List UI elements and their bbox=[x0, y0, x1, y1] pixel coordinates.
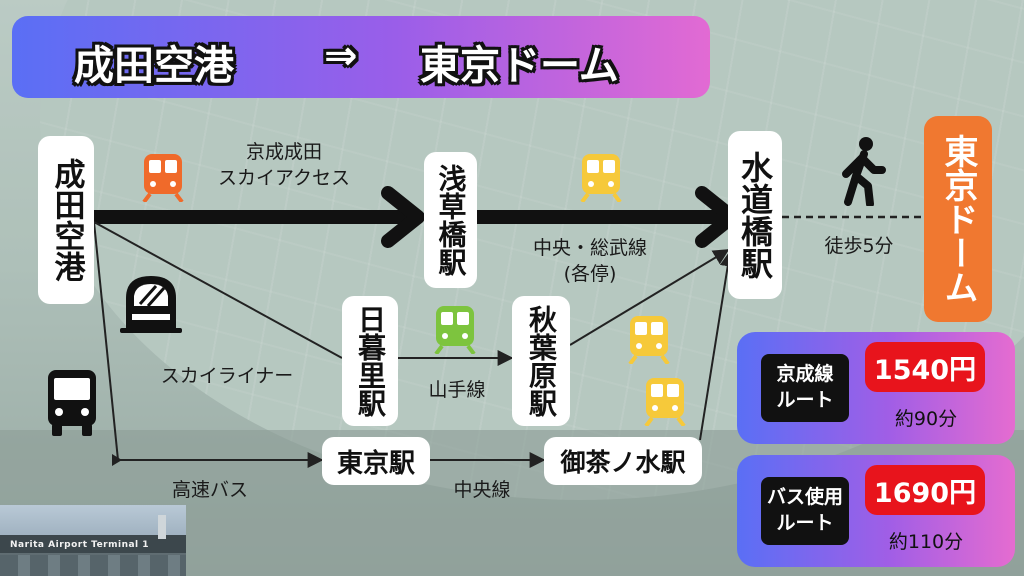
main-arrow-narita-asakusa bbox=[94, 186, 425, 248]
route-name: バス使用 ルート bbox=[761, 477, 849, 545]
line-ochanomizu-suidobashi bbox=[699, 250, 736, 441]
title-origin: 成田空港 bbox=[74, 43, 234, 89]
station-suidobashi: 水道橋駅 bbox=[728, 131, 782, 299]
station-asakusabashi: 浅草橋駅 bbox=[424, 152, 477, 288]
label-highway-bus: 高速バス bbox=[171, 479, 248, 501]
label-keisei-skyaccess: 京成成田 スカイアクセス bbox=[217, 141, 351, 189]
train-icon-green bbox=[434, 306, 476, 354]
narita-airport-photo: Narita Airport Terminal 1 bbox=[0, 505, 186, 576]
destination-tokyo-dome: 東京ドーム bbox=[924, 116, 992, 322]
route-name: 京成線 ルート bbox=[761, 354, 849, 422]
airport-sign: Narita Airport Terminal 1 bbox=[10, 540, 150, 550]
line-akihabara-suidobashi bbox=[569, 249, 730, 346]
line-narita-bus bbox=[93, 221, 119, 461]
label-skyliner: スカイライナー bbox=[160, 365, 294, 387]
skyliner-icon bbox=[120, 276, 182, 333]
route-time: 約110分 bbox=[888, 531, 964, 553]
train-icon-yellow-3 bbox=[644, 378, 686, 426]
route-card-bus: バス使用 ルート 1690円 約110分 bbox=[737, 455, 1015, 567]
bus-icon bbox=[48, 370, 96, 436]
route-price: 1540円 bbox=[865, 342, 985, 392]
label-chuo-line: 中央線 bbox=[453, 479, 511, 501]
walking-person-icon bbox=[842, 137, 886, 206]
train-icon-yellow-2 bbox=[628, 316, 670, 364]
title-bar: 成田空港 ⇒ 東京ドーム bbox=[12, 16, 710, 98]
route-price: 1690円 bbox=[865, 465, 985, 515]
label-yamanote: 山手線 bbox=[428, 379, 486, 401]
label-walk: 徒歩5分 bbox=[824, 235, 894, 257]
station-ochanomizu: 御茶ノ水駅 bbox=[544, 437, 702, 485]
station-tokyo: 東京駅 bbox=[322, 437, 430, 485]
title-destination: 東京ドーム bbox=[420, 43, 619, 89]
bus-arrowhead bbox=[112, 454, 122, 466]
station-nippori: 日暮里駅 bbox=[342, 296, 398, 426]
route-card-keisei: 京成線 ルート 1540円 約90分 bbox=[737, 332, 1015, 444]
label-chuo-sobu: 中央・総武線 (各停) bbox=[532, 237, 647, 285]
station-akihabara: 秋葉原駅 bbox=[512, 296, 570, 426]
route-time: 約90分 bbox=[894, 408, 958, 430]
train-icon-yellow bbox=[580, 154, 622, 202]
train-icon-orange bbox=[142, 154, 184, 202]
station-narita: 成田空港 bbox=[38, 136, 94, 304]
line-narita-nippori bbox=[93, 221, 343, 359]
title-arrow: ⇒ bbox=[324, 33, 358, 79]
